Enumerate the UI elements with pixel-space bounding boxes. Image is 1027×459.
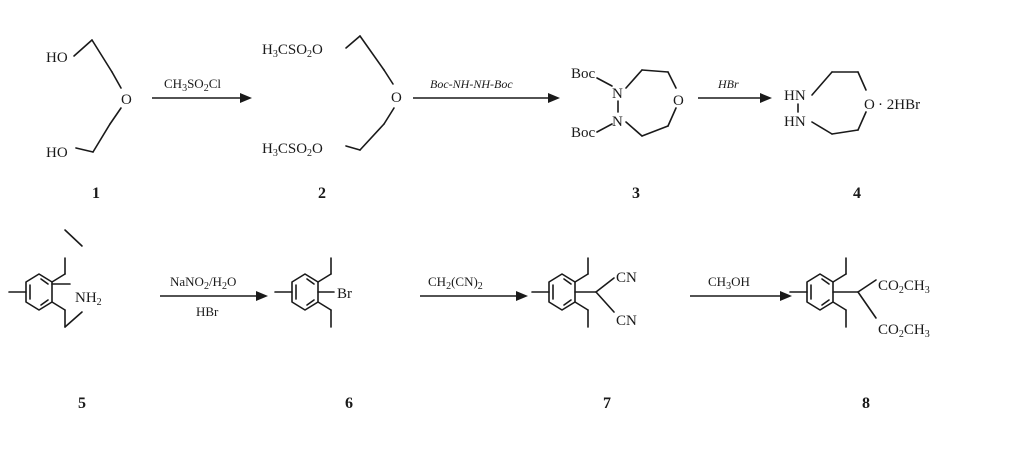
compound-1-label: 1 xyxy=(92,185,100,202)
compound-4-structure: HN O · 2HBr HN xyxy=(784,71,920,135)
c2-mesyl-bot: H3CSO2O xyxy=(262,141,323,159)
c3-n-bot: N xyxy=(612,114,623,130)
c8-co2ch3-bot: CO2CH3 xyxy=(878,322,930,340)
c3-boc-top: Boc xyxy=(571,66,596,82)
c5-nh2: NH2 xyxy=(75,290,102,308)
compound-3-structure: Boc N N Boc O xyxy=(571,66,684,141)
c3-boc-bot: Boc xyxy=(571,125,596,141)
c8-co2ch3-top: CO2CH3 xyxy=(878,278,930,296)
reagent-hbr-2: HBr xyxy=(196,304,219,319)
c1-ho-top: HO xyxy=(46,50,68,66)
c1-ho-bot: HO xyxy=(46,145,68,161)
compound-2-label: 2 xyxy=(318,185,326,202)
compound-5-label: 5 xyxy=(78,395,86,412)
c3-o: O xyxy=(673,93,684,109)
arrow-4-head xyxy=(256,291,268,301)
reagent-nano2-h2o: NaNO2/H2O xyxy=(170,274,236,292)
compound-8-label: 8 xyxy=(862,395,870,412)
c4-salt: · 2HBr xyxy=(878,97,920,113)
compound-6-label: 6 xyxy=(345,395,353,412)
c7-cn-top: CN xyxy=(616,270,637,286)
compound-3-label: 3 xyxy=(632,185,640,202)
compound-2-structure: H3CSO2O O H3CSO2O xyxy=(262,35,402,159)
compound-8-diester: CO2CH3 CO2CH3 xyxy=(832,278,930,340)
compound-7-malononitrile: CN CN xyxy=(574,270,637,329)
compound-5-amine: NH2 xyxy=(51,229,102,328)
c4-hn-top: HN xyxy=(784,88,806,104)
c2-mesyl-top: H3CSO2O xyxy=(262,42,323,60)
c3-n-top: N xyxy=(612,86,623,102)
c4-o: O xyxy=(864,97,875,113)
arrow-3-head xyxy=(760,93,772,103)
c4-hn-bot: HN xyxy=(784,114,806,130)
compound-6-bromide: Br xyxy=(317,286,352,302)
reagent-boc-nh-nh-boc: Boc-NH-NH-Boc xyxy=(430,77,513,91)
arrow-1-head xyxy=(240,93,252,103)
compound-4-label: 4 xyxy=(853,185,861,202)
reagent-hbr-1: HBr xyxy=(717,77,739,91)
arrow-2-head xyxy=(548,93,560,103)
c2-o: O xyxy=(391,90,402,106)
reagent-ch2cn2: CH2(CN)2 xyxy=(428,274,483,292)
reagent-ch3oh: CH3OH xyxy=(708,274,750,292)
c7-cn-bot: CN xyxy=(616,313,637,329)
c1-o: O xyxy=(121,92,132,108)
reagent-ch3so2cl: CH3SO2Cl xyxy=(164,76,221,94)
compound-7-label: 7 xyxy=(603,395,611,412)
arrow-5-head xyxy=(516,291,528,301)
c6-br: Br xyxy=(337,286,352,302)
compound-5-structure xyxy=(8,257,66,328)
compound-1-structure: HO O HO xyxy=(46,39,132,161)
arrow-6-head xyxy=(780,291,792,301)
